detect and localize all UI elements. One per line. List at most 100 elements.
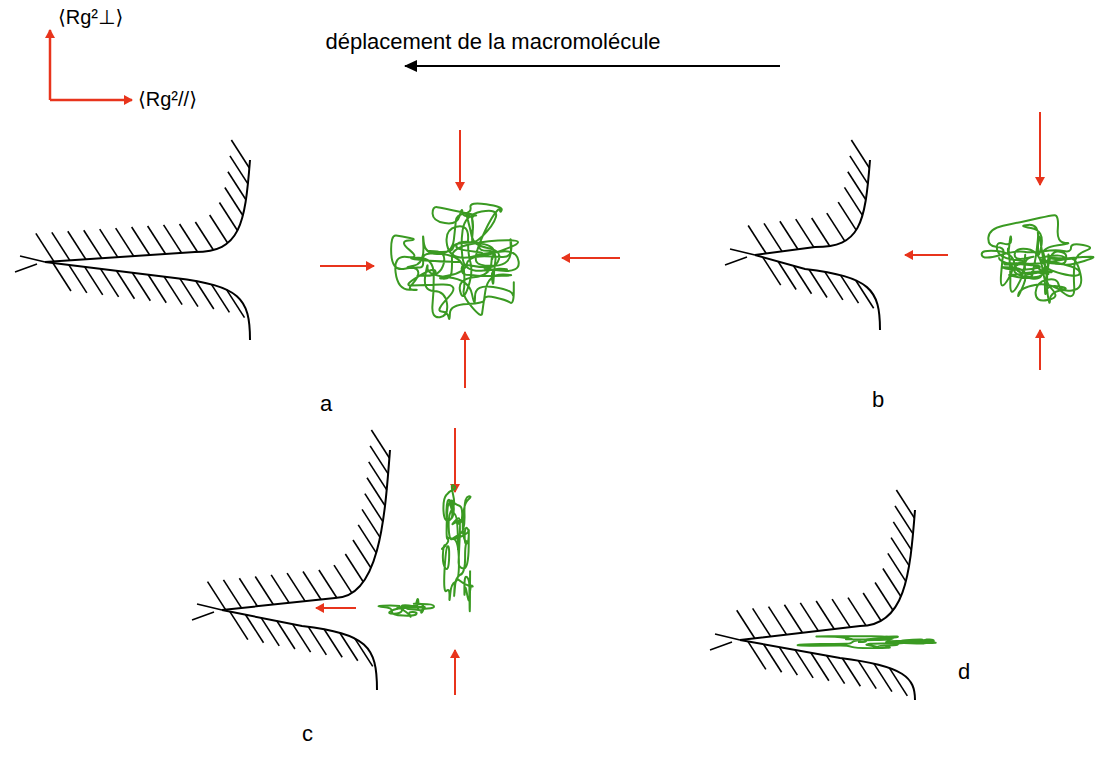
- hatch-line: [132, 273, 150, 301]
- polymer-coils: [379, 204, 1094, 649]
- hatch-line: [874, 664, 892, 692]
- hatch-line: [816, 601, 834, 629]
- hatch-line: [68, 231, 86, 259]
- hatch-line: [84, 230, 102, 258]
- hatch-line: [148, 275, 166, 303]
- panel-letter: a: [320, 392, 332, 416]
- hatch-line: [208, 582, 226, 610]
- hatch-line: [842, 658, 860, 686]
- hatch-line: [52, 232, 70, 260]
- hatch-line: [287, 573, 305, 601]
- hatch-line: [69, 265, 87, 293]
- hatch-line: [883, 569, 901, 597]
- hatch-line: [101, 269, 119, 297]
- hatch-line: [85, 267, 103, 295]
- crack-surface: [45, 262, 250, 340]
- hatch-line: [308, 627, 326, 655]
- hatch-line: [100, 229, 118, 257]
- hatch-line: [192, 612, 214, 620]
- polymer-coil: [798, 636, 936, 648]
- polymer-coil: [379, 599, 434, 617]
- hatch-line: [230, 612, 248, 640]
- hatch-line: [132, 227, 150, 255]
- hatch-line: [340, 633, 358, 661]
- hatch-line: [795, 650, 813, 678]
- hatch-line: [748, 226, 766, 254]
- hatch-line: [858, 661, 876, 689]
- hatch-line: [227, 290, 245, 318]
- hatch-line: [319, 570, 337, 598]
- hatch-line: [863, 593, 881, 621]
- hatch-line: [20, 256, 45, 262]
- hatch-line: [800, 603, 818, 631]
- hatch-line: [856, 280, 874, 308]
- hatch-line: [784, 605, 802, 633]
- hatch-line: [211, 284, 229, 312]
- crack: [710, 490, 915, 700]
- hatch-line: [15, 264, 37, 272]
- force-arrow: [459, 130, 461, 190]
- hatch-line: [277, 621, 295, 649]
- hatch-line: [239, 578, 257, 606]
- hatch-line: [763, 257, 781, 285]
- crack-surface: [755, 255, 880, 330]
- hatch-line: [293, 624, 311, 652]
- crack: [725, 140, 880, 330]
- force-arrow: [1039, 330, 1041, 370]
- polymer-coil: [982, 215, 1094, 303]
- hatch-line: [358, 525, 376, 553]
- polymer-coil: [391, 204, 519, 319]
- hatch-line: [53, 263, 71, 291]
- hatch-line: [219, 202, 237, 230]
- hatch-line: [875, 582, 893, 610]
- crack-surface: [755, 160, 870, 255]
- hatch-line: [796, 219, 814, 247]
- hatch-line: [809, 270, 827, 298]
- hatch-line: [827, 213, 845, 241]
- hatch-line: [832, 599, 850, 627]
- crack-walls: [15, 140, 915, 700]
- crack: [15, 140, 250, 340]
- hatch-line: [345, 554, 363, 582]
- force-arrow: [320, 265, 374, 267]
- force-arrow: [1039, 112, 1041, 185]
- motion-label: déplacement de la macromolécule: [325, 30, 660, 54]
- hatch-line: [841, 275, 859, 303]
- hatch-line: [710, 642, 732, 650]
- hatch-line: [838, 202, 856, 230]
- crack-surface: [740, 640, 915, 700]
- hatch-line: [896, 490, 914, 518]
- force-arrow: [454, 650, 456, 695]
- hatch-line: [303, 571, 321, 599]
- hatch-line: [334, 565, 352, 593]
- hatch-line: [889, 668, 907, 696]
- hatch-line: [827, 656, 845, 684]
- crack: [192, 430, 390, 690]
- hatch-line: [737, 610, 755, 638]
- panel-letter: b: [872, 388, 884, 412]
- hatch-line: [362, 509, 380, 537]
- hatch-line: [261, 618, 279, 646]
- hatch-line: [353, 540, 371, 568]
- force-arrows: [316, 112, 1040, 695]
- hatch-line: [180, 279, 198, 307]
- motion-arrow: [405, 65, 780, 67]
- hatch-line: [844, 187, 862, 215]
- hatch-line: [36, 233, 54, 261]
- hatch-line: [148, 226, 166, 254]
- hatch-line: [764, 644, 782, 672]
- crack-surface: [740, 510, 915, 640]
- hatch-line: [210, 215, 228, 243]
- hatch-line: [164, 277, 182, 305]
- polymer-coil: [442, 485, 473, 611]
- crack-surface: [45, 160, 250, 262]
- force-arrow: [454, 428, 456, 492]
- force-arrow: [905, 254, 948, 256]
- hatch-line: [225, 187, 243, 215]
- force-arrow: [316, 607, 356, 609]
- hatch-line: [769, 607, 787, 635]
- axis-label: ⟨Rg²⊥⟩: [58, 6, 123, 28]
- parallel-arrow: [50, 99, 132, 102]
- perpendicular-arrow: [49, 30, 52, 100]
- hatch-line: [197, 604, 222, 610]
